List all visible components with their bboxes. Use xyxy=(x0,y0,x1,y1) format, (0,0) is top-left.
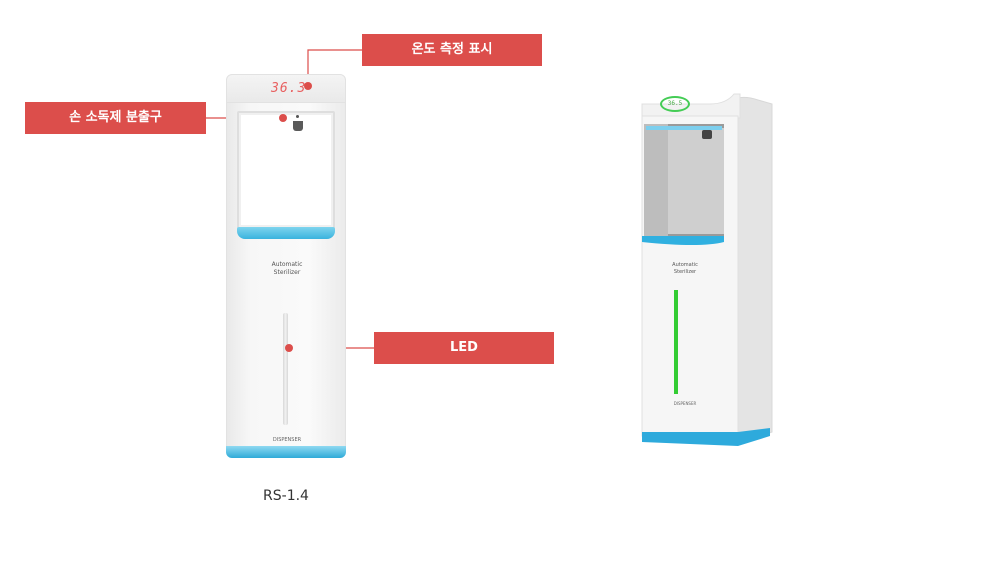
model-name: RS-1.4 xyxy=(263,488,309,504)
sanitizer-nozzle-icon xyxy=(293,121,303,131)
angled-device-drawing xyxy=(641,93,773,446)
sanitizer-outlet-callout: 손 소독제 분출구 xyxy=(25,102,206,134)
device-body: Automatic Sterilizer DISPENSER xyxy=(226,102,346,452)
angled-dispenser-label: DISPENSER xyxy=(673,401,697,406)
angled-view-device: 36.5 Automatic Sterilizer DISPENSER xyxy=(640,92,775,448)
sanitizer-callout-dot xyxy=(279,114,287,122)
hand-opening xyxy=(237,111,335,229)
temperature-reading: 36.3 xyxy=(271,81,307,96)
angled-brand-line-1: Automatic xyxy=(672,262,698,268)
angled-brand-text: Automatic Sterilizer xyxy=(650,262,720,276)
brand-line-2: Sterilizer xyxy=(273,269,301,276)
temperature-callout-dot xyxy=(304,82,312,90)
temperature-display-panel: 36.3 xyxy=(226,74,346,104)
temperature-display-callout: 온도 측정 표시 xyxy=(362,34,542,66)
angled-brand-line-2: Sterilizer xyxy=(673,269,697,275)
front-view-device: 36.3 Automatic Sterilizer DISPENSER xyxy=(226,74,346,458)
angled-temperature-display-icon: 36.5 xyxy=(660,96,690,112)
brand-text: Automatic Sterilizer xyxy=(227,261,347,277)
device-base xyxy=(226,446,346,458)
drip-tray xyxy=(237,227,335,239)
dispenser-label: DISPENSER xyxy=(272,437,302,443)
led-strip-icon xyxy=(283,313,288,425)
sensor-dot xyxy=(296,115,299,118)
brand-line-1: Automatic xyxy=(271,261,303,268)
led-callout: LED xyxy=(374,332,554,364)
led-callout-dot xyxy=(285,344,293,352)
